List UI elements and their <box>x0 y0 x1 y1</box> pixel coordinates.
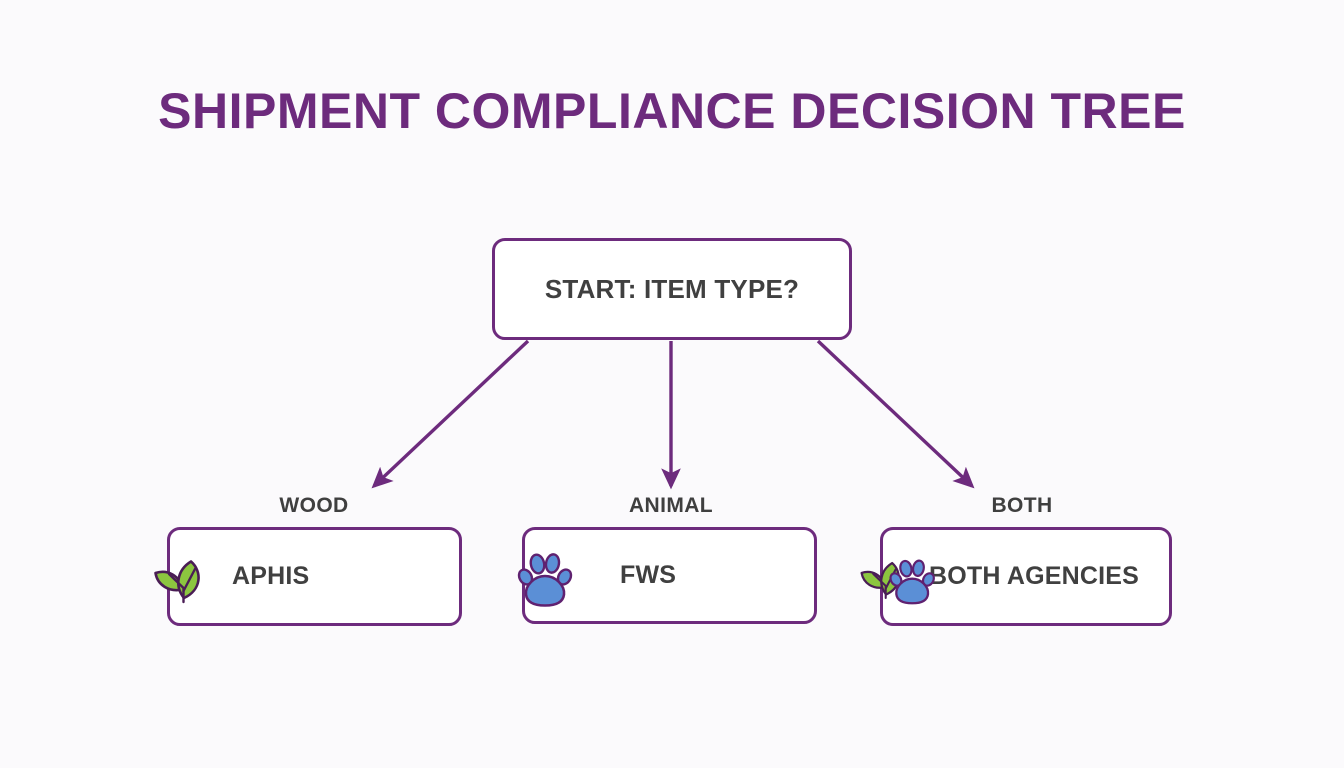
paw-icon <box>517 553 573 607</box>
node-aphis-label: APHIS <box>232 562 310 590</box>
page-title: SHIPMENT COMPLIANCE DECISION TREE <box>158 83 1186 139</box>
edge-label-animal: ANIMAL <box>628 494 714 517</box>
node-start-label: START: ITEM TYPE? <box>544 273 800 304</box>
node-aphis[interactable]: APHIS <box>154 527 462 626</box>
leaf-icon <box>860 561 900 599</box>
connector-both <box>816 339 975 489</box>
node-fws[interactable]: FWS <box>517 527 817 624</box>
node-both-agencies-label: BOTH AGENCIES <box>929 562 1140 590</box>
node-start[interactable]: START: ITEM TYPE? <box>492 238 852 340</box>
leaf-icon <box>154 560 200 604</box>
edge-label-wood: WOOD <box>279 494 349 517</box>
node-both-agencies[interactable]: BOTH AGENCIES <box>860 527 1172 626</box>
edge-label-both: BOTH <box>991 494 1053 517</box>
connector-wood <box>371 339 530 489</box>
node-fws-label: FWS <box>620 561 677 589</box>
